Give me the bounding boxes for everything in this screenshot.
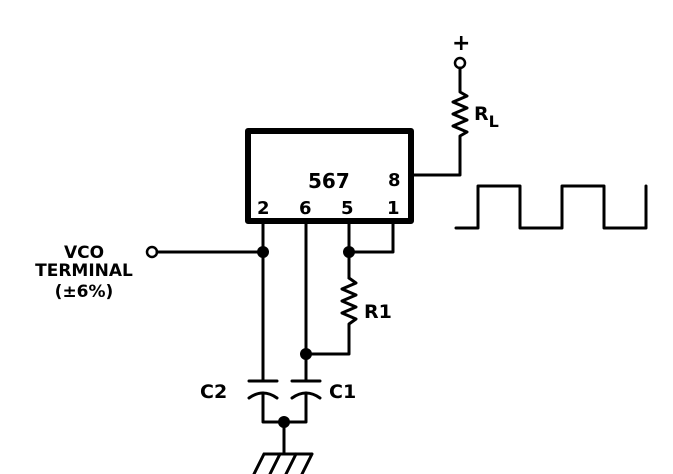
- vco-label-line1: VCO: [64, 243, 104, 263]
- pin-6-label: 6: [299, 198, 312, 219]
- pin-5-label: 5: [341, 198, 354, 219]
- pin-8-label: 8: [388, 170, 401, 191]
- resistor-r1: [304, 276, 358, 356]
- ground-symbol: [252, 452, 314, 474]
- pin-1-lead: [347, 219, 395, 254]
- square-wave-output: [454, 184, 648, 230]
- vco-label-line2: TERMINAL: [35, 261, 133, 281]
- junction-dot-pin2: [257, 246, 269, 258]
- pin-1-label: 1: [387, 198, 400, 219]
- pin-2-label: 2: [257, 198, 270, 219]
- supply-plus-symbol: +: [452, 31, 470, 56]
- capacitor-c1-label: C1: [329, 381, 356, 403]
- load-resistor-label: RL: [474, 103, 499, 131]
- vco-label-line3: (±6%): [55, 282, 114, 302]
- ic-label: 567: [308, 169, 350, 193]
- resistor-r1-label: R1: [364, 301, 392, 323]
- capacitor-c2-label: C2: [200, 381, 227, 403]
- load-resistor-rl: [409, 66, 469, 177]
- junction-dot-pin5: [343, 246, 355, 258]
- junction-dot-ground: [278, 416, 290, 428]
